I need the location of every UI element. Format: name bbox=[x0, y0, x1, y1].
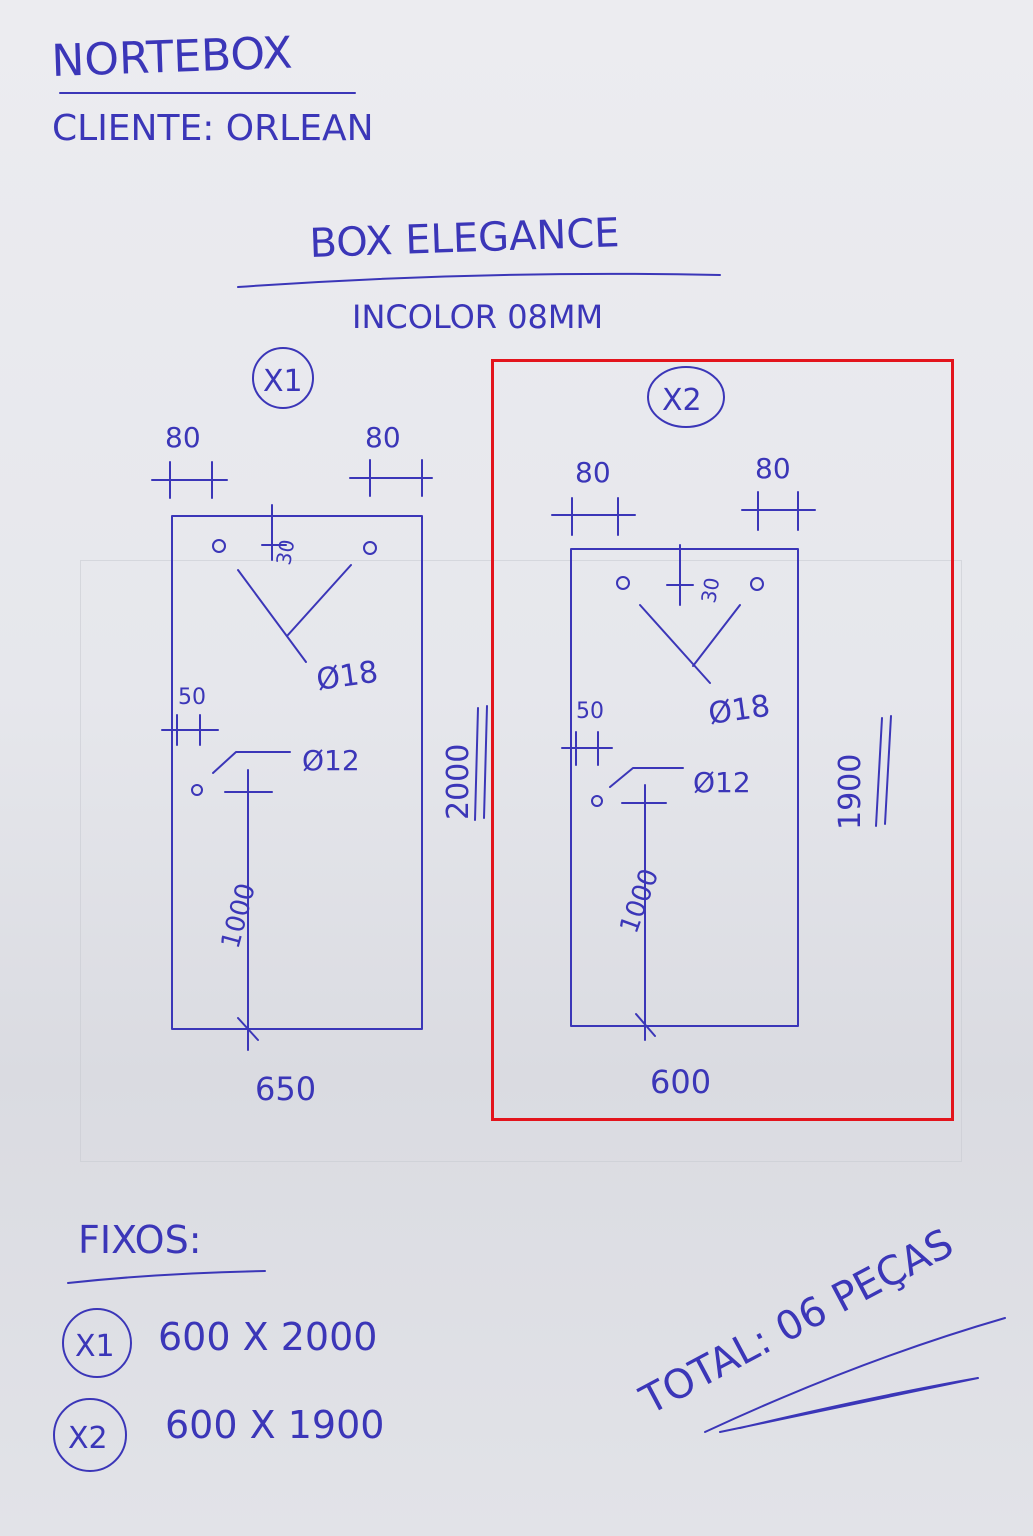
panel-b-diag bbox=[639, 604, 711, 684]
fixos-item-2-circle bbox=[53, 1398, 127, 1472]
title-underline bbox=[237, 272, 721, 288]
client-label: CLIENTE: ORLEAN bbox=[52, 108, 374, 149]
fixos-item-2-size: 600 X 1900 bbox=[165, 1403, 384, 1447]
panel-b-qty-circle bbox=[647, 366, 725, 428]
panel-b-height-mark bbox=[884, 715, 892, 825]
panel-a-dim-height: 2000 bbox=[441, 744, 476, 820]
selection-highlight-box bbox=[491, 359, 954, 1121]
show-through-texture bbox=[80, 560, 962, 1162]
total-underline-2 bbox=[719, 1377, 979, 1433]
panel-b-dim-hole-small: Ø12 bbox=[693, 766, 751, 799]
panel-a-dim-hole-big: Ø18 bbox=[314, 655, 380, 698]
fixos-item-1-circle bbox=[62, 1308, 132, 1378]
panel-a-outline bbox=[171, 515, 423, 1030]
panel-a-tick bbox=[237, 1017, 259, 1041]
panel-a-qty-circle bbox=[252, 347, 314, 409]
project-title: BOX ELEGANCE bbox=[309, 210, 621, 267]
panel-b-dim-width: 600 bbox=[650, 1063, 711, 1101]
glass-spec: INCOLOR 08MM bbox=[352, 298, 603, 336]
panel-a-drawing: X1 80 80 30 Ø18 50 Ø12 bbox=[151, 347, 488, 1108]
panel-a-diag bbox=[286, 564, 352, 637]
panel-b-hole-right bbox=[750, 577, 764, 591]
panel-b-hole-small bbox=[591, 795, 603, 807]
total-underline-1 bbox=[704, 1317, 1006, 1433]
fixos-underline bbox=[67, 1270, 266, 1284]
panel-b-dim-side: 50 bbox=[576, 699, 604, 724]
panel-a-dim-hole-small: Ø12 bbox=[302, 744, 360, 777]
fixos-title: FIXOS: bbox=[78, 1218, 202, 1262]
panel-a-height-mark bbox=[474, 707, 479, 821]
panel-a-dim-width: 650 bbox=[255, 1070, 316, 1108]
panel-a-hole-small bbox=[191, 784, 203, 796]
panel-b-qty: X2 bbox=[662, 383, 702, 418]
panel-a-diag bbox=[237, 569, 307, 663]
company-name: NORTEBOX bbox=[51, 28, 294, 87]
panel-b-dim-top-left: 80 bbox=[575, 456, 611, 489]
panel-b-dim-hole-top: 30 bbox=[696, 576, 724, 605]
panel-b-height-mark bbox=[875, 717, 883, 827]
panel-a-dim-hole-top: 30 bbox=[271, 538, 299, 567]
panel-a-height-mark bbox=[483, 705, 488, 819]
panel-a-dim-top-right: 80 bbox=[365, 421, 401, 454]
total-label: TOTAL: 06 PEÇAS bbox=[632, 1220, 961, 1424]
panel-a-dim-side: 50 bbox=[178, 685, 206, 710]
fixos-item-2-qty: X2 bbox=[68, 1421, 108, 1456]
panel-b-outline bbox=[570, 548, 799, 1027]
panel-a-hole-left bbox=[212, 539, 226, 553]
panel-b-dim-top-right: 80 bbox=[755, 452, 791, 485]
fixos-item-1-qty: X1 bbox=[75, 1329, 115, 1364]
panel-b-tick bbox=[635, 1013, 656, 1037]
panel-b-diag bbox=[692, 604, 741, 667]
panel-b-leader bbox=[609, 767, 684, 788]
panel-b-dim-hole-big: Ø18 bbox=[706, 689, 772, 732]
panel-a-dim-height-handle: 1000 bbox=[216, 880, 262, 952]
panel-a-dim-top-left: 80 bbox=[165, 421, 201, 454]
panel-a-leader bbox=[212, 751, 291, 774]
panel-a-hole-right bbox=[363, 541, 377, 555]
panel-a-qty: X1 bbox=[263, 364, 303, 399]
panel-b-dim-height: 1900 bbox=[833, 754, 868, 830]
panel-b-hole-left bbox=[616, 576, 630, 590]
fixos-item-1-size: 600 X 2000 bbox=[158, 1315, 377, 1359]
